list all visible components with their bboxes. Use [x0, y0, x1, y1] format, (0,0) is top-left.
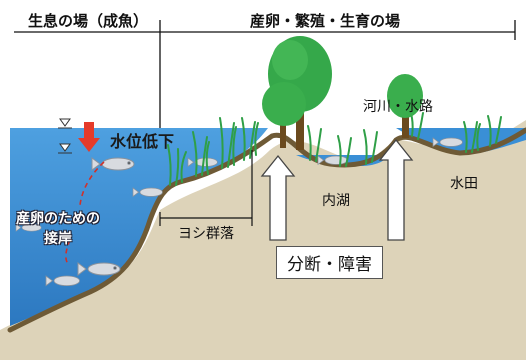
- fish-icon: [15, 137, 463, 287]
- zone-label-adult-habitat: 生息の場（成魚）: [28, 12, 149, 30]
- water-level-marker-icon: [58, 118, 72, 154]
- spawning-shore-label-line1: 産卵のための: [16, 211, 100, 227]
- bank-edge: [7, 127, 526, 333]
- zone-bracket: [14, 20, 516, 130]
- tree-icon: [262, 36, 423, 150]
- spawning-shore-label-line2: 接岸: [44, 231, 72, 247]
- water-level-drop-label: 水位低下: [110, 132, 175, 151]
- river-canal-label: 河川・水路: [363, 99, 433, 115]
- reed-icon: [167, 109, 502, 186]
- reed-colony-bracket: [159, 150, 253, 226]
- lake-water: [10, 128, 268, 326]
- migration-path: [65, 161, 105, 265]
- reed-colony-label: ヨシ群落: [178, 226, 234, 242]
- inner-lake-label: 内湖: [322, 193, 350, 209]
- paddy-label: 水田: [450, 176, 478, 192]
- zone-label-spawning-area: 産卵・繁殖・生育の場: [250, 12, 401, 30]
- up-arrow-icon: [260, 138, 414, 241]
- down-arrow-icon: [78, 122, 100, 152]
- division-obstacle-label: 分断・障害: [276, 246, 383, 279]
